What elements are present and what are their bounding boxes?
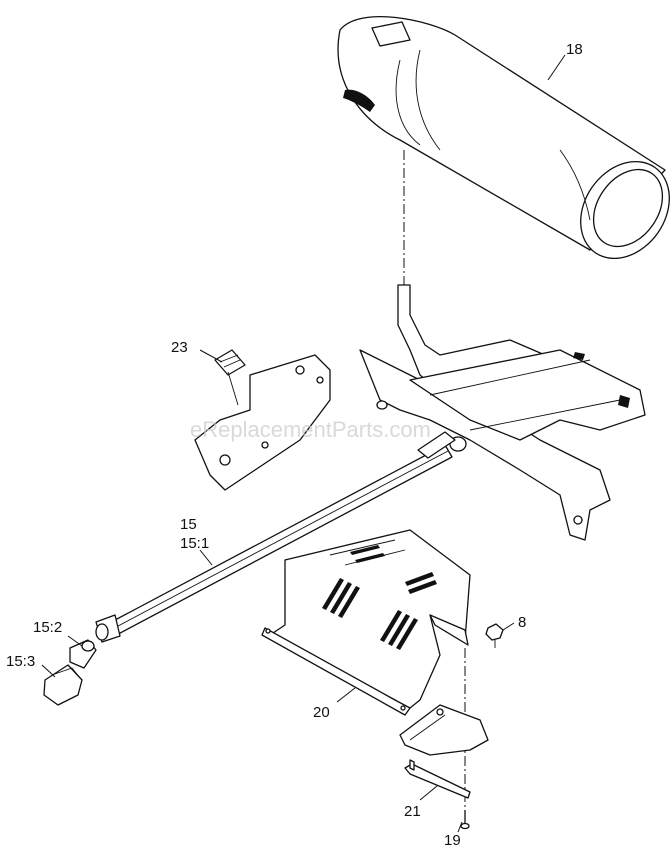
lower-bracket[interactable] <box>399 704 489 756</box>
leader-lines <box>41 54 566 833</box>
callout-20[interactable]: 20 <box>313 704 330 721</box>
part-15-2-elbow[interactable] <box>69 639 97 669</box>
part-19-bolt[interactable] <box>460 810 470 830</box>
part-15-hose[interactable] <box>95 431 467 643</box>
callout-23[interactable]: 23 <box>171 339 188 356</box>
part-20-shield[interactable] <box>261 529 471 716</box>
callout-19[interactable]: 19 <box>444 832 461 849</box>
callout-18[interactable]: 18 <box>566 41 583 58</box>
callout-21[interactable]: 21 <box>404 803 421 820</box>
part-18-cylinder[interactable] <box>337 16 671 276</box>
mounting-frame[interactable] <box>359 284 646 541</box>
callout-15-3[interactable]: 15:3 <box>6 653 35 670</box>
watermark: eReplacementParts.com <box>190 417 431 442</box>
callout-15[interactable]: 15 <box>180 516 197 533</box>
part-8-nut[interactable] <box>485 623 504 648</box>
callout-15-2[interactable]: 15:2 <box>33 619 62 636</box>
part-23-bracket[interactable] <box>194 349 331 491</box>
part-15-3-fitting[interactable] <box>43 664 83 706</box>
part-21-strap[interactable] <box>404 759 471 799</box>
callout-15-1[interactable]: 15:1 <box>180 535 209 552</box>
callout-8[interactable]: 8 <box>518 614 526 631</box>
